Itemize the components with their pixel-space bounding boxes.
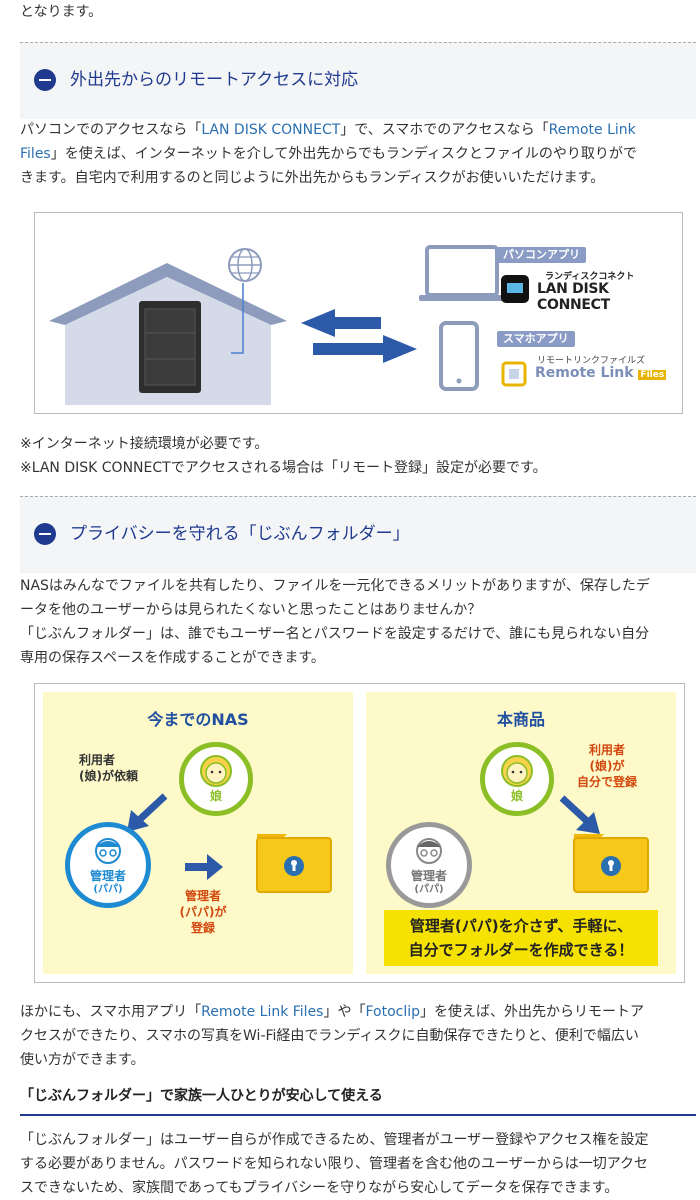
house-diagram bbox=[49, 245, 529, 405]
lan-disk-connect-app-icon bbox=[501, 275, 529, 303]
banner-line: 自分でフォルダーを作成できる！ bbox=[408, 941, 634, 959]
note-internet: ※インターネット接続環境が必要です。 bbox=[20, 436, 269, 452]
arrow-down-right-icon bbox=[559, 795, 600, 834]
section-header-privacy: プライバシーを守れる「じぶんフォルダー」 bbox=[20, 496, 696, 573]
sub-heading: 「じぶんフォルダー」で家族一人ひとりが安心して使える bbox=[20, 1084, 696, 1116]
section1-paragraph: パソコンでのアクセスなら「LAN DISK CONNECT」で、スマホでのアクセ… bbox=[20, 118, 696, 190]
pc-app-badge: パソコンアプリ bbox=[497, 247, 586, 263]
text-line: スできないため、家族間であってもプライバシーを守りながら安心してデータを保存でき… bbox=[20, 1180, 619, 1196]
text-line: クセスができたり、スマホの写真をWi-Fi経由でランディスクに自動保存できたりと… bbox=[20, 1028, 639, 1044]
daughter-avatar: 娘 bbox=[179, 742, 253, 816]
section2-apps-paragraph: ほかにも、スマホ用アプリ「Remote Link Files」や「Fotocli… bbox=[20, 1000, 696, 1072]
admin-label-line: 管理者 bbox=[89, 869, 126, 883]
daughter-avatar: 娘 bbox=[480, 742, 554, 816]
sp-app-name: Remote Link Files bbox=[535, 365, 667, 381]
panel-title: 本商品 bbox=[496, 710, 545, 729]
text-span: パソコンでのアクセスなら「 bbox=[20, 122, 202, 138]
arrow-left-icon bbox=[301, 309, 381, 337]
panel-title: 今までのNAS bbox=[147, 710, 249, 729]
intro-tail-text: となります。 bbox=[20, 4, 103, 20]
note-remote-registration: ※LAN DISK CONNECTでアクセスされる場合は「リモート登録」設定が必… bbox=[20, 460, 547, 476]
section2-paragraph: NASはみんなでファイルを共有したり、ファイルを一元化できるメリットがありますが… bbox=[20, 574, 696, 670]
arrow-right-icon bbox=[185, 854, 223, 880]
text-line: きます。自宅内で利用するのと同じように外出先からもランディスクがお使いいただけま… bbox=[20, 170, 605, 186]
admin-label-line: (パパ) bbox=[414, 884, 444, 895]
left-user-note: 利用者 (娘)が依頼 bbox=[79, 752, 138, 784]
admin-avatar-inactive: 管理者 (パパ) bbox=[386, 822, 472, 908]
admin-avatar: 管理者 (パパ) bbox=[65, 822, 151, 908]
house-roof-icon bbox=[49, 263, 287, 325]
sp-app-badge: スマホアプリ bbox=[497, 331, 575, 347]
note-line: 利用者 bbox=[79, 753, 116, 767]
sub-heading-text: 「じぶんフォルダー」で家族一人ひとりが安心して使える bbox=[20, 1088, 383, 1104]
section2-closing-paragraph: 「じぶんフォルダー」はユーザー自らが作成できるため、管理者がユーザー登録やアクセ… bbox=[20, 1128, 696, 1200]
nas-device-icon bbox=[139, 301, 201, 393]
minus-circle-icon bbox=[34, 523, 56, 545]
text-line: 「じぶんフォルダー」は、誰でもユーザー名とパスワードを設定するだけで、誰にも見ら… bbox=[20, 626, 650, 642]
remote-link-files-link[interactable]: Remote Link bbox=[548, 122, 636, 138]
section-header-remote-access: 外出先からのリモートアクセスに対応 bbox=[20, 42, 696, 119]
panel-previous-nas: 今までのNAS 娘 利用者 (娘)が依頼 bbox=[43, 692, 353, 974]
text-line: 専用の保存スペースを作成することができます。 bbox=[20, 650, 325, 666]
globe-icon bbox=[228, 248, 262, 282]
minus-circle-icon bbox=[34, 69, 56, 91]
sp-app-files-tag: Files bbox=[638, 370, 667, 380]
arrow-down-left-icon bbox=[127, 793, 168, 832]
note-line: 登録 bbox=[190, 921, 215, 935]
remote-link-files-link[interactable]: Remote Link Files bbox=[201, 1004, 324, 1020]
text-span: 」を使えば、インターネットを介して外出先からでもランディスクとファイルのやり取り… bbox=[50, 146, 637, 162]
daughter-face-icon bbox=[501, 755, 533, 787]
admin-label-line: (パパ) bbox=[93, 884, 123, 895]
note-line: 自分で登録 bbox=[576, 775, 637, 789]
smartphone-icon bbox=[439, 321, 479, 391]
remote-access-figure: パソコンアプリ ランディスクコネクト LAN DISK CONNECT スマホア… bbox=[34, 212, 683, 414]
note-line: (娘)が bbox=[589, 759, 625, 773]
admin-face-icon bbox=[416, 838, 442, 864]
network-line bbox=[231, 283, 244, 354]
lan-disk-connect-link[interactable]: LAN DISK CONNECT bbox=[201, 122, 341, 138]
text-line: ータを他のユーザーからは見られたくないと思ったことはありませんか？ bbox=[20, 602, 482, 618]
note-line: 利用者 bbox=[588, 743, 625, 757]
arrow-right-icon bbox=[313, 335, 417, 363]
remote-link-files-app-icon bbox=[501, 361, 527, 387]
section-title: 外出先からのリモートアクセスに対応 bbox=[70, 70, 359, 90]
admin-label: 管理者 (パパ) bbox=[70, 869, 146, 897]
text-line: NASはみんなでファイルを共有したり、ファイルを一元化できるメリットがありますが… bbox=[20, 578, 650, 594]
benefit-banner: 管理者(パパ)を介さず、手軽に、 自分でフォルダーを作成できる！ bbox=[384, 910, 658, 966]
text-span: 」や「 bbox=[323, 1004, 366, 1020]
text-line: 使い方ができます。 bbox=[20, 1052, 145, 1068]
daughter-face-icon bbox=[200, 755, 232, 787]
text-span: 」を使えば、外出先からリモートア bbox=[420, 1004, 645, 1020]
private-folder-figure: 今までのNAS 娘 利用者 (娘)が依頼 bbox=[34, 683, 685, 983]
locked-folder-icon bbox=[573, 834, 649, 893]
pc-app-name: LAN DISK CONNECT bbox=[537, 281, 610, 313]
panel-this-product: 本商品 娘 利用者 (娘)が 自分で登録 bbox=[366, 692, 676, 974]
right-user-note: 利用者 (娘)が 自分で登録 bbox=[572, 742, 642, 790]
banner-line: 管理者(パパ)を介さず、手軽に、 bbox=[409, 917, 633, 935]
text-span: 」で、スマホでのアクセスなら「 bbox=[340, 122, 549, 138]
laptop-icon bbox=[419, 245, 505, 301]
admin-registers-note: 管理者 (パパ)が 登録 bbox=[173, 888, 233, 936]
daughter-label: 娘 bbox=[209, 789, 222, 803]
text-line: する必要がありません。パスワードを知られない限り、管理者を含む他のユーザーからは… bbox=[20, 1156, 649, 1172]
pc-app-kana: ランディスクコネクト bbox=[545, 272, 635, 282]
fotoclip-link[interactable]: Fotoclip bbox=[365, 1004, 421, 1020]
daughter-label: 娘 bbox=[510, 789, 523, 803]
section-title: プライバシーを守れる「じぶんフォルダー」 bbox=[70, 524, 410, 544]
admin-label-line: 管理者 bbox=[410, 869, 447, 883]
text-span: ほかにも、スマホ用アプリ「 bbox=[20, 1004, 202, 1020]
locked-folder-icon bbox=[256, 834, 332, 893]
remote-link-files-link-cont[interactable]: Files bbox=[20, 146, 51, 162]
note-line: (パパ)が bbox=[179, 905, 227, 919]
note-line: (娘)が依頼 bbox=[79, 769, 138, 783]
note-line: 管理者 bbox=[184, 889, 221, 903]
sp-app-kana: リモートリンクファイルズ bbox=[537, 356, 646, 366]
sp-app-name-text: Remote Link bbox=[535, 365, 634, 381]
admin-face-icon bbox=[95, 838, 121, 864]
admin-label: 管理者 (パパ) bbox=[391, 869, 467, 897]
text-line: 「じぶんフォルダー」はユーザー自らが作成できるため、管理者がユーザー登録やアクセ… bbox=[20, 1132, 649, 1148]
